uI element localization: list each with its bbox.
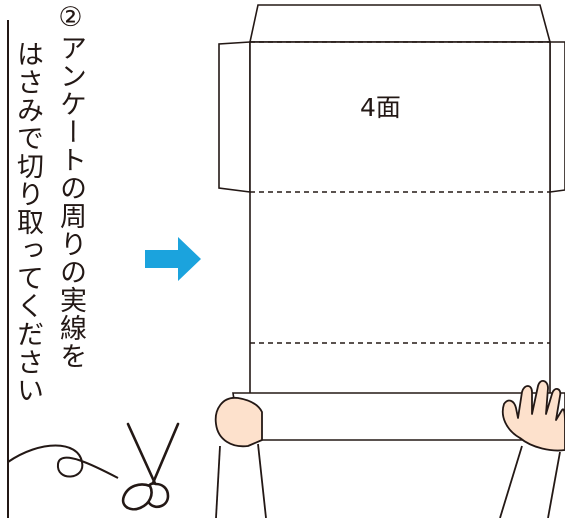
- form-body: [249, 41, 551, 401]
- form-right-flap: [549, 41, 565, 193]
- instruction-text-line-1: ②アンケートの周りの実線を: [55, 2, 86, 370]
- form-top-tab: [249, 4, 552, 43]
- panel-label: 4面: [360, 93, 401, 122]
- right-hand: [499, 380, 565, 518]
- instruction-text-line-2: はさみで切り取ってください: [12, 40, 43, 404]
- right-arrow-icon: [145, 237, 201, 281]
- left-hand: [214, 397, 267, 518]
- scissors-icon: [121, 422, 180, 511]
- cut-path-line: [7, 444, 119, 479]
- form-left-flap: [218, 41, 251, 193]
